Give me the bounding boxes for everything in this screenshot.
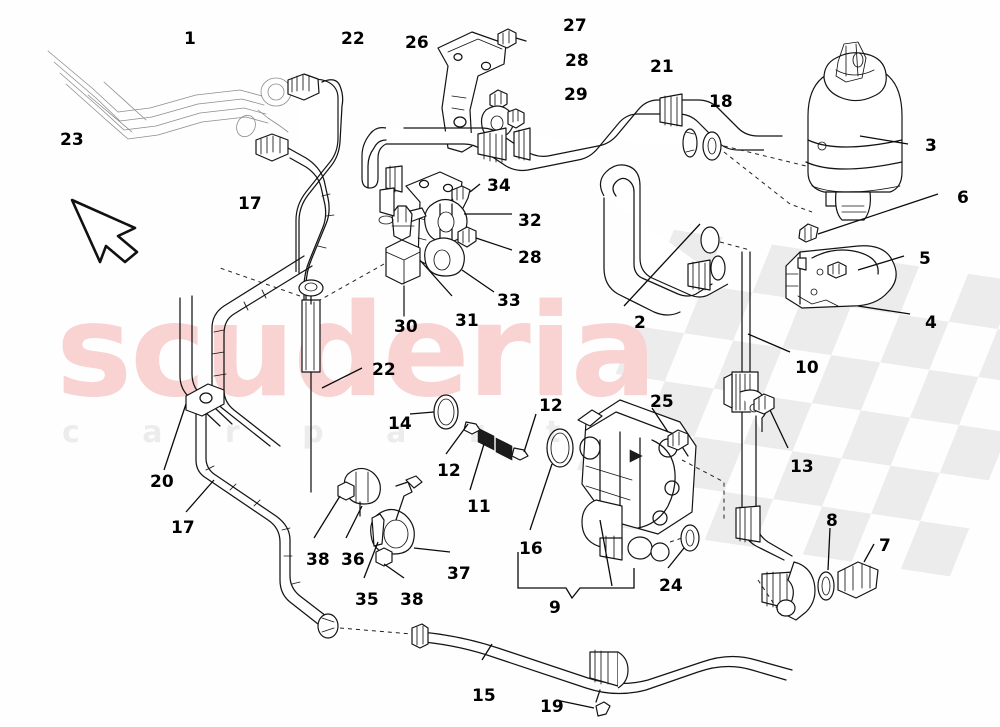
part-24-seal-ring bbox=[667, 524, 700, 569]
callout-12-left[interactable]: 12 bbox=[437, 461, 461, 481]
callout-4[interactable]: 4 bbox=[925, 313, 937, 333]
callout-38-left[interactable]: 38 bbox=[306, 550, 330, 570]
callout-2[interactable]: 2 bbox=[634, 313, 646, 333]
callout-19[interactable]: 19 bbox=[540, 697, 564, 717]
callout-17-upper[interactable]: 17 bbox=[238, 194, 262, 214]
part-11-flow-restrictor bbox=[445, 413, 537, 491]
callout-12-right[interactable]: 12 bbox=[539, 396, 563, 416]
callout-26[interactable]: 26 bbox=[405, 33, 429, 53]
callout-14[interactable]: 14 bbox=[388, 414, 412, 434]
callout-35[interactable]: 35 bbox=[355, 590, 379, 610]
callout-31[interactable]: 31 bbox=[455, 311, 479, 331]
part-2-suction-hose bbox=[599, 164, 729, 316]
callout-36[interactable]: 36 bbox=[341, 550, 365, 570]
part-17-lower-pipe bbox=[185, 413, 413, 639]
part-20-pipe-bracket bbox=[163, 383, 225, 471]
callout-3[interactable]: 3 bbox=[925, 136, 937, 156]
callout-10[interactable]: 10 bbox=[795, 358, 819, 378]
callout-24[interactable]: 24 bbox=[659, 576, 683, 596]
part-9-steering-pump bbox=[517, 399, 725, 600]
part-33-clip bbox=[424, 237, 495, 293]
callout-6[interactable]: 6 bbox=[957, 188, 969, 208]
part-28-nut-lower bbox=[457, 226, 513, 251]
part-22-pressure-hose bbox=[287, 73, 344, 274]
part-18-o-ring bbox=[702, 131, 807, 167]
callout-18[interactable]: 18 bbox=[709, 92, 733, 112]
callout-37[interactable]: 37 bbox=[447, 564, 471, 584]
part-1-pipe bbox=[47, 50, 292, 140]
callout-21[interactable]: 21 bbox=[650, 57, 674, 77]
callout-28-upper[interactable]: 28 bbox=[565, 51, 589, 71]
part-25-bolt bbox=[651, 407, 689, 451]
callout-7[interactable]: 7 bbox=[879, 536, 891, 556]
callout-1[interactable]: 1 bbox=[184, 29, 196, 49]
callout-28-lower[interactable]: 28 bbox=[518, 248, 542, 268]
part-15-return-pipe bbox=[411, 561, 816, 717]
part-13-bolt bbox=[753, 393, 789, 449]
callout-27[interactable]: 27 bbox=[563, 16, 587, 36]
part-8-o-ring bbox=[817, 527, 835, 601]
callout-34[interactable]: 34 bbox=[487, 176, 511, 196]
part-16-o-ring bbox=[529, 428, 574, 531]
callout-8[interactable]: 8 bbox=[826, 511, 838, 531]
part-14-o-ring bbox=[409, 394, 459, 430]
callout-5[interactable]: 5 bbox=[919, 249, 931, 269]
callout-22-lower[interactable]: 22 bbox=[372, 360, 396, 380]
callout-30[interactable]: 30 bbox=[394, 317, 418, 337]
part-27-bolt bbox=[497, 28, 527, 49]
part-36-valve bbox=[313, 467, 381, 539]
part-6-bolt bbox=[798, 193, 939, 243]
callout-25[interactable]: 25 bbox=[650, 392, 674, 412]
callout-16[interactable]: 16 bbox=[519, 539, 543, 559]
callout-22-upper[interactable]: 22 bbox=[341, 29, 365, 49]
part-30-sensor bbox=[319, 205, 421, 317]
part-28-nut-upper bbox=[489, 89, 508, 110]
callout-23[interactable]: 23 bbox=[60, 130, 84, 150]
callout-29[interactable]: 29 bbox=[564, 85, 588, 105]
callout-11[interactable]: 11 bbox=[467, 497, 491, 517]
callout-9[interactable]: 9 bbox=[549, 598, 561, 618]
part-7-hollow-screw bbox=[837, 543, 879, 599]
callout-32[interactable]: 32 bbox=[518, 211, 542, 231]
misc-couplings bbox=[378, 165, 403, 225]
part-3-fluid-reservoir bbox=[723, 41, 909, 221]
callout-15[interactable]: 15 bbox=[472, 686, 496, 706]
direction-arrow-icon bbox=[70, 198, 139, 264]
part-37-pulsation-damper bbox=[363, 475, 451, 579]
part-5-reservoir-bracket bbox=[785, 245, 911, 315]
callout-33[interactable]: 33 bbox=[497, 291, 521, 311]
callout-13[interactable]: 13 bbox=[790, 457, 814, 477]
callout-20[interactable]: 20 bbox=[150, 472, 174, 492]
part-17-upper-pipe bbox=[255, 133, 335, 332]
callout-17-lower[interactable]: 17 bbox=[171, 518, 195, 538]
callout-38-right[interactable]: 38 bbox=[400, 590, 424, 610]
part-21-return-hose bbox=[361, 93, 783, 189]
